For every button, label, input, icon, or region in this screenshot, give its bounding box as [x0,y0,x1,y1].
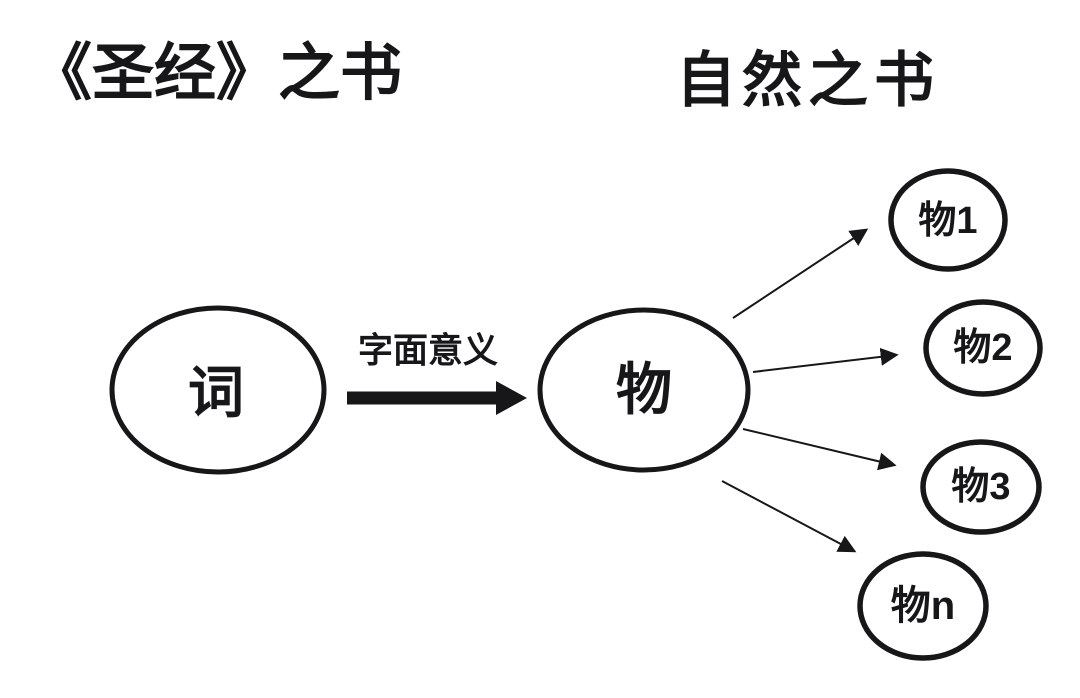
thing3-node-label: 物3 [951,466,1011,508]
fanout-arrow-2-icon [752,347,899,373]
thing2-node-ellipse [923,299,1043,397]
nature-book-title: 自然之书 [676,47,940,114]
literal-meaning-arrow-icon [347,381,527,415]
fanout-arrow-4-icon [721,480,857,553]
thing1-node-label: 物1 [918,200,978,242]
thing2-node-label: 物2 [953,327,1013,369]
word-node-ellipse [109,305,327,475]
thing1-node-ellipse [888,168,1008,272]
fanout-arrow-3-icon [742,428,897,471]
literal-meaning-edge-label: 字面意义 [357,331,499,371]
word-node-label: 词 [188,361,244,424]
fanout-arrow-1-icon [732,228,869,319]
thing-node-label: 物 [616,358,672,421]
thing-node-ellipse [537,307,751,473]
thing-n-node-ellipse [857,551,989,661]
thing-n-node-label: 物n [890,584,956,628]
thing3-node-ellipse [920,439,1042,535]
bible-book-title: 《圣经》之书 [30,39,403,108]
